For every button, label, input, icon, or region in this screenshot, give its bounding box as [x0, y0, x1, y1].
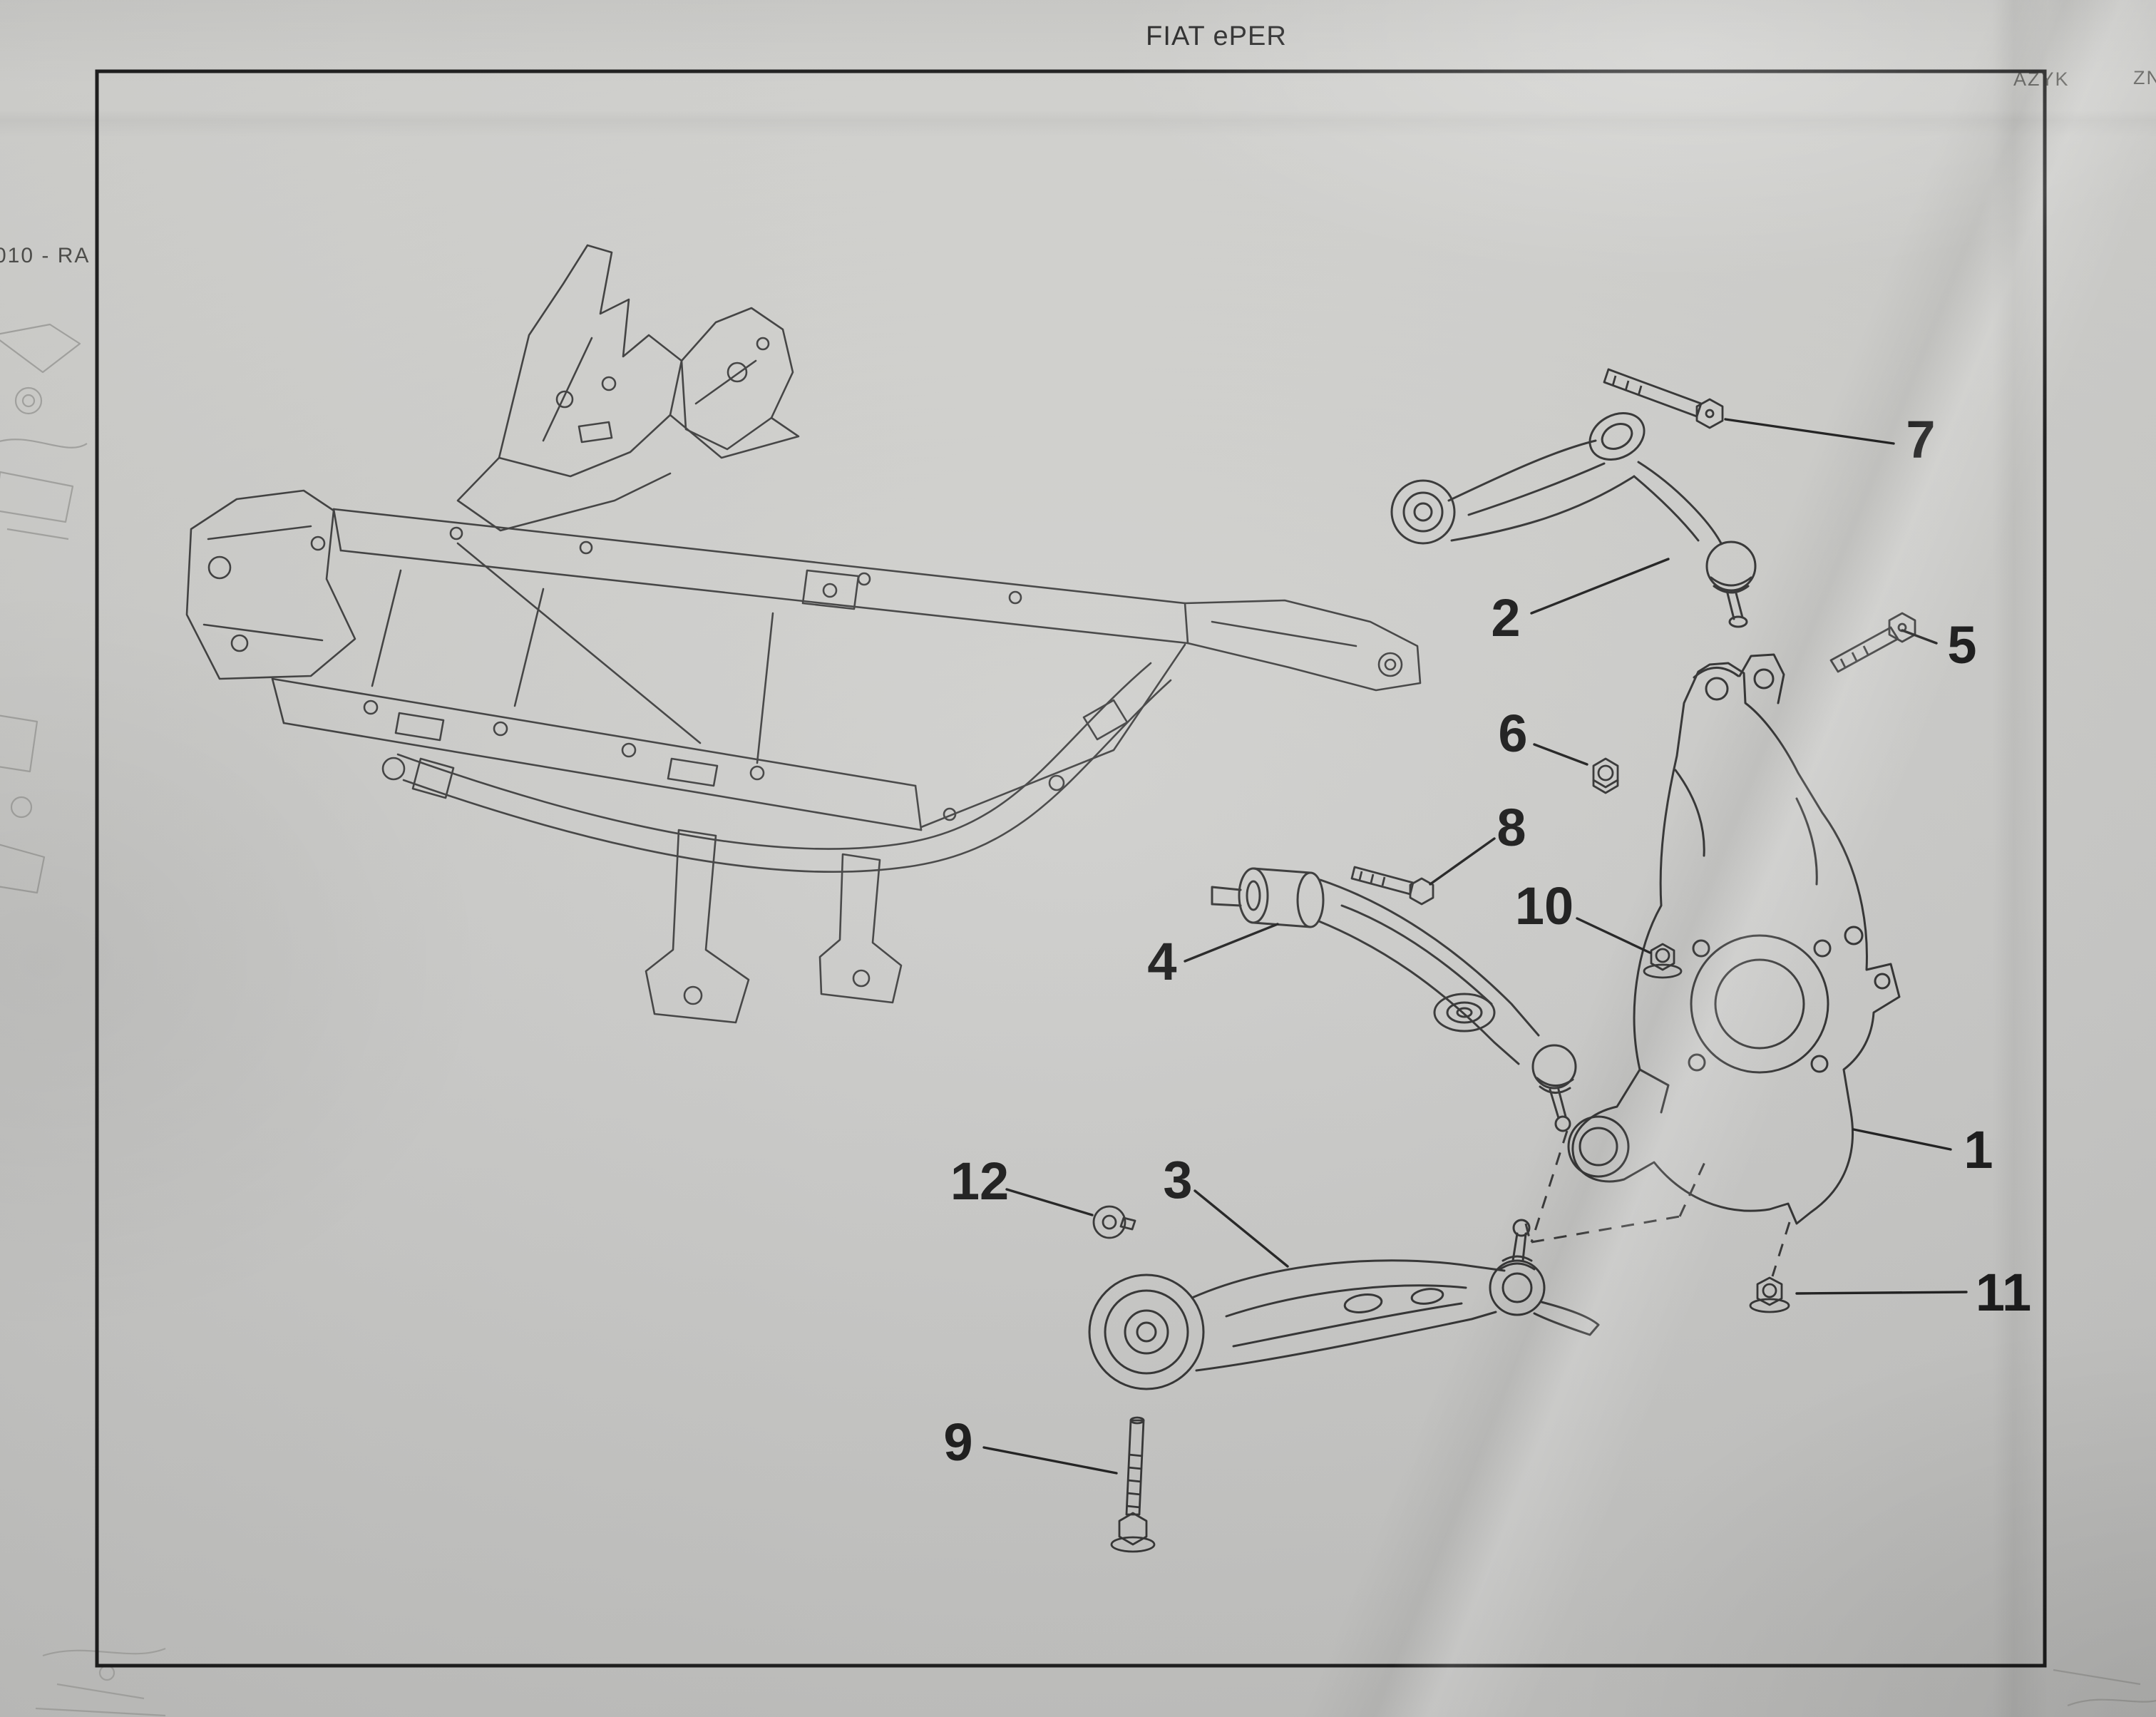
part-rear-lower-control-arm — [1211, 867, 1577, 1132]
part-washer-12 — [1092, 1205, 1136, 1239]
part-nut-11 — [1749, 1276, 1790, 1313]
callout-3: 3 — [1163, 1150, 1192, 1209]
part-upper-control-arm — [1390, 412, 1757, 628]
callout-7: 7 — [1906, 410, 1935, 469]
callout-5: 5 — [1947, 615, 1976, 675]
subframe-assembly — [185, 244, 1422, 1024]
callout-6: 6 — [1498, 704, 1527, 763]
part-bolt-7 — [1603, 368, 1724, 429]
callout-4: 4 — [1147, 932, 1176, 991]
part-bolt-5 — [1829, 612, 1916, 673]
callout-9: 9 — [943, 1413, 972, 1472]
callout-8: 8 — [1497, 798, 1526, 857]
callout-leader-lines — [982, 418, 1968, 1475]
part-nut-10 — [1643, 943, 1683, 979]
part-bolt-8 — [1350, 866, 1434, 906]
callout-numbers: 1 2 3 4 5 6 7 8 9 10 11 12 — [943, 410, 2031, 1472]
callout-10: 10 — [1515, 876, 1574, 936]
edge-text-left: 010 - RA — [0, 244, 91, 267]
part-front-lower-control-arm — [1088, 1219, 1600, 1390]
part-bolt-9 — [1110, 1416, 1156, 1553]
part-steering-knuckle — [1567, 653, 1901, 1225]
callout-12: 12 — [950, 1152, 1009, 1211]
part-nut-6 — [1592, 757, 1619, 794]
callout-1: 1 — [1963, 1120, 1993, 1179]
diagram-frame-border — [95, 69, 2047, 1668]
ghost-drawing-left-margin — [0, 323, 88, 894]
ghost-drawing-bottom — [35, 1647, 2156, 1717]
edge-text-zn: ZN — [2133, 67, 2156, 88]
page-title: FIAT ePER — [1146, 21, 1287, 51]
assembly-dashed-lines — [1524, 1130, 1791, 1277]
callout-11: 11 — [1976, 1263, 2031, 1322]
callout-2: 2 — [1491, 588, 1520, 647]
